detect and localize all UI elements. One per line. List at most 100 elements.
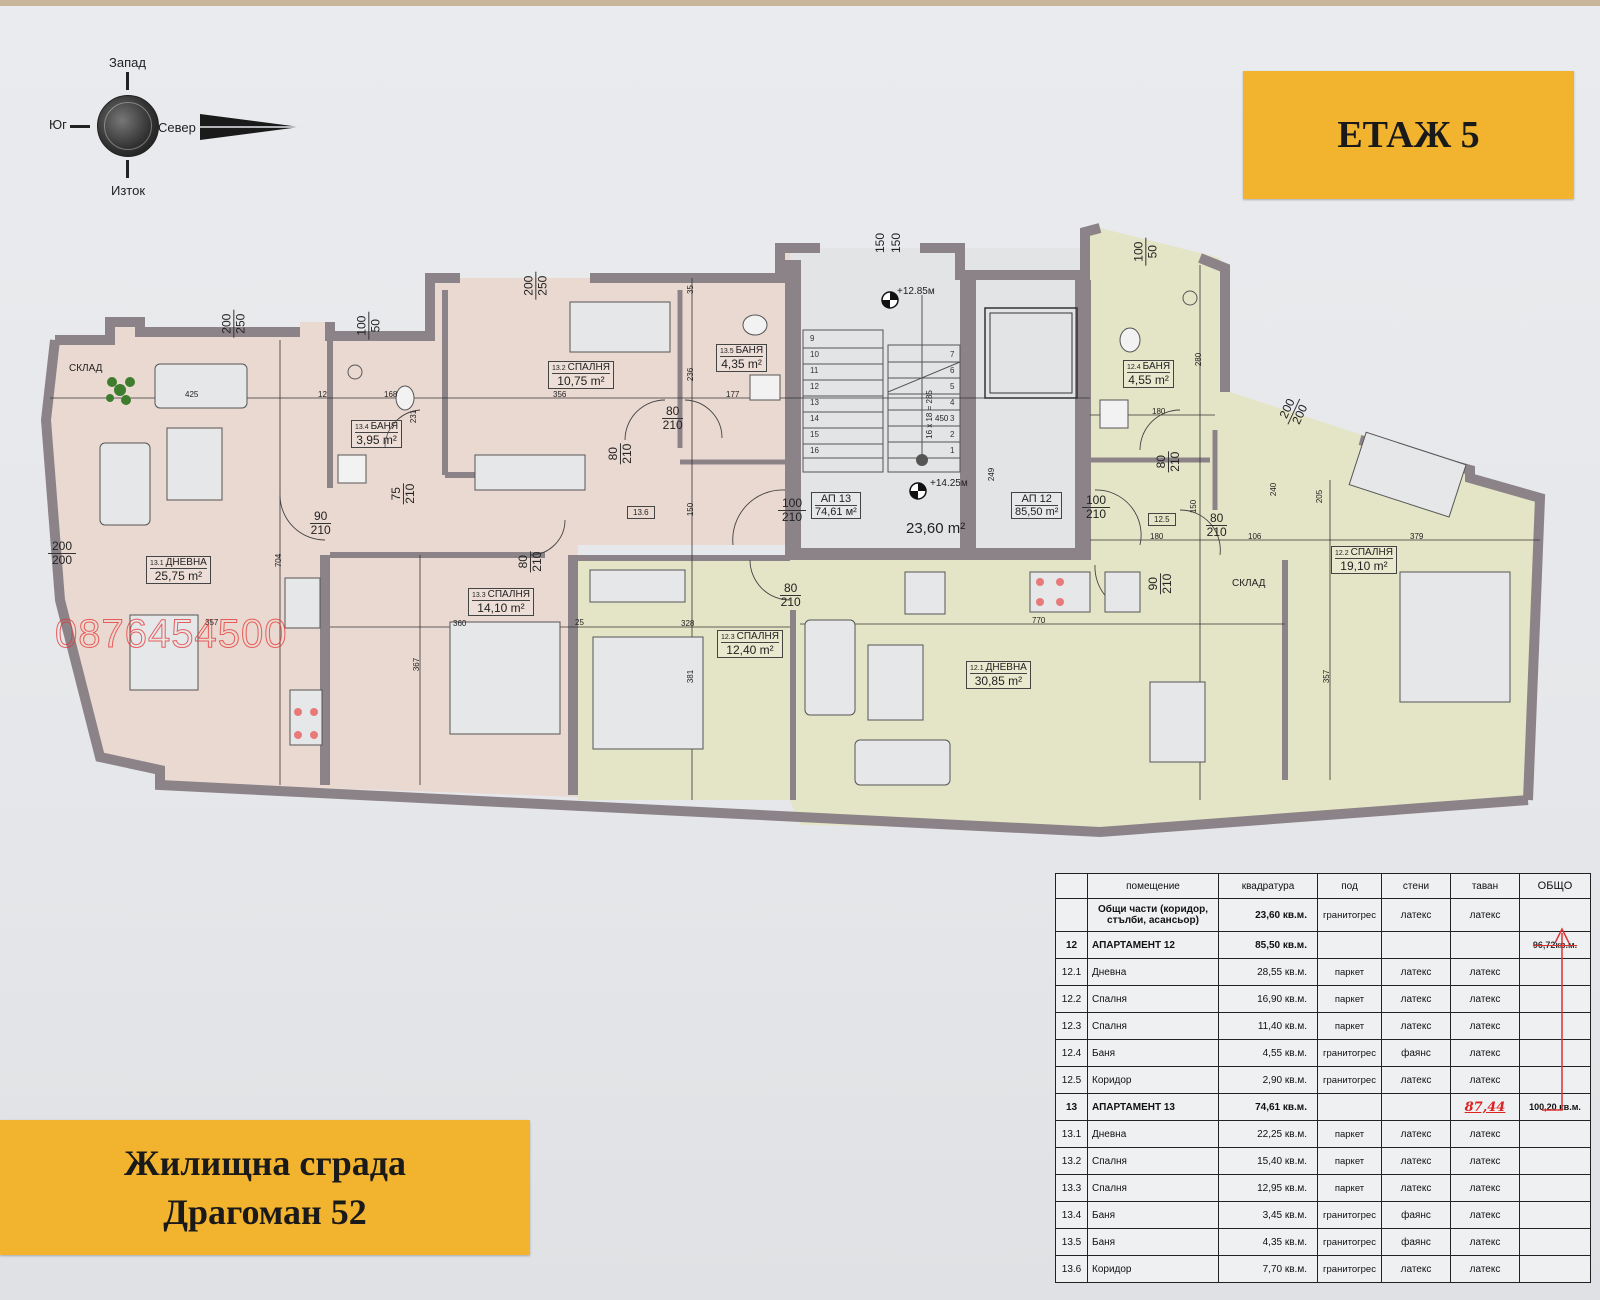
table-row: 13.5 Баня 4,35 кв.м. гранитогрес фаянс л…: [1055, 1228, 1591, 1256]
col-header-ceiling: таван: [1450, 873, 1520, 899]
table-row: 13.2 Спалня 15,40 кв.м. паркет латекс ла…: [1055, 1147, 1591, 1175]
dim-249: 249: [987, 467, 997, 482]
ray-icon: [126, 160, 129, 178]
table-header-row: помещение квадратура под стени таван ОБЩ…: [1055, 873, 1591, 899]
table-row: 13 АПАРТАМЕНТ 13 74,61 кв.м. 87,44 100,2…: [1055, 1093, 1591, 1121]
phone-watermark: 0876454500: [54, 612, 288, 657]
building-banner: Жилищна сграда Драгоман 52: [0, 1120, 530, 1255]
building-title-line2: Драгоман 52: [163, 1191, 367, 1232]
table-row: 12.2 Спалня 16,90 кв.м. паркет латекс ла…: [1055, 985, 1591, 1013]
compass-east-label: Изток: [111, 183, 146, 198]
dim-label: 381: [686, 669, 696, 684]
specification-table: помещение квадратура под стени таван ОБЩ…: [1055, 873, 1591, 1283]
col-header-total: ОБЩО: [1519, 873, 1591, 899]
stair-number: 15: [810, 430, 819, 439]
col-header-area: квадратура: [1218, 873, 1318, 899]
stair-number: 16: [810, 446, 819, 455]
dim-label: 357: [205, 618, 219, 627]
dim-label: 280: [1194, 352, 1204, 367]
handwritten-arrow-icon: [1542, 927, 1570, 1111]
level-main-value: +14.25м: [930, 478, 968, 489]
stair-number: 14: [810, 414, 819, 423]
stair-number: 6: [950, 366, 955, 375]
ray-icon: [126, 72, 129, 90]
table-row: 12.1 Дневна 28,55 кв.м. паркет латекс ла…: [1055, 958, 1591, 986]
table-row: 12.4 Баня 4,55 кв.м. гранитогрес фаянс л…: [1055, 1039, 1591, 1067]
dim-label: 150: [1189, 499, 1199, 514]
floor-plan-drawing: [40, 223, 1546, 838]
stair-number: 12: [810, 382, 819, 391]
dim-label: 240: [1269, 482, 1279, 497]
compass-west-label: Запад: [109, 55, 146, 70]
building-title-line1: Жилищна сграда: [124, 1142, 406, 1183]
col-header-number: [1055, 873, 1088, 899]
compass-north-label: Север: [158, 120, 196, 135]
stair-number: 4: [950, 398, 955, 407]
dim-label: 236: [686, 367, 696, 382]
table-row: 12.3 Спалня 11,40 кв.м. паркет латекс ла…: [1055, 1012, 1591, 1040]
dim-label: 106: [1248, 532, 1262, 541]
stair-number: 1: [950, 446, 955, 455]
dim-label: 231: [409, 409, 419, 424]
table-row: 12.5 Коридор 2,90 кв.м. гранитогрес лате…: [1055, 1066, 1591, 1094]
core-window-dim-b: 150: [889, 232, 904, 254]
stair-number: 5: [950, 382, 955, 391]
storage-label: СКЛАД: [69, 363, 103, 374]
room-tag-12-5: 12.5: [1148, 513, 1176, 526]
stair-formula: 16 x 18 = 285: [924, 390, 934, 439]
apartment-tag-12: АП 12 85,50 m²: [1011, 492, 1063, 519]
level-marker-icon: [881, 291, 927, 500]
stair-number: 2: [950, 430, 955, 439]
stair-number: 9: [810, 334, 815, 343]
table-row: 13.6 Коридор 7,70 кв.м. гранитогрес лате…: [1055, 1255, 1591, 1283]
stair-number: 10: [810, 350, 819, 359]
col-header-walls: стени: [1381, 873, 1451, 899]
dim-label: 367: [412, 657, 422, 672]
stair-number: 11: [810, 366, 819, 375]
compass-south-label: Юг: [49, 117, 67, 132]
dim-label: 328: [681, 619, 695, 628]
stair-number: 7: [950, 350, 955, 359]
stair-number: 3: [950, 414, 955, 423]
dim-label: 25: [575, 618, 584, 627]
ray-icon: [70, 125, 90, 128]
core-window-dim-a: 150: [873, 232, 888, 254]
dim-label: 360: [453, 619, 467, 628]
storage-label: СКЛАД: [1232, 578, 1266, 589]
dim-label: 12: [318, 390, 327, 399]
dim-label: 357: [1322, 669, 1332, 684]
common-area-value: 23,60 m²: [906, 520, 966, 537]
dim-label: 205: [1315, 489, 1325, 504]
dim-label: 704: [274, 553, 284, 568]
col-header-room: помещение: [1087, 873, 1219, 899]
dim-label: 168: [384, 390, 398, 399]
stair-number: 13: [810, 398, 819, 407]
dim-label: 356: [553, 390, 567, 399]
apartment-tag-13: АП 13 74,61 м²: [811, 492, 861, 519]
floor-banner: ЕТАЖ 5: [1243, 71, 1574, 199]
